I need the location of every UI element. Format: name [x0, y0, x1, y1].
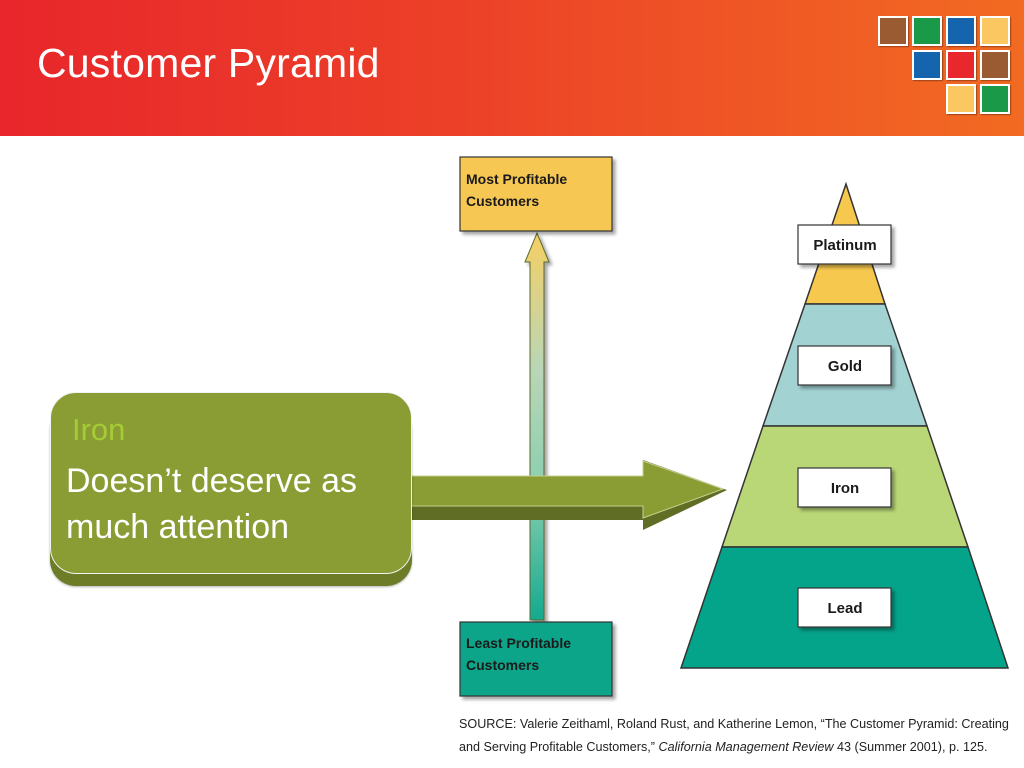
- logo-square: [980, 16, 1010, 46]
- tier-label-gold: Gold: [828, 358, 862, 375]
- logo-square: [980, 84, 1010, 114]
- least-profitable-label: Least Profitable Customers: [466, 635, 572, 673]
- most-profitable-label: Most Profitable Customers: [466, 171, 568, 209]
- logo-square: [878, 16, 908, 46]
- tier-labels: Platinum Gold Iron Lead: [797, 224, 892, 628]
- logo-square: [912, 50, 942, 80]
- logo-square: [912, 16, 942, 46]
- logo-square: [946, 84, 976, 114]
- logo-square: [980, 50, 1010, 80]
- tier-label-lead: Lead: [827, 600, 862, 617]
- pointer-arrow: [409, 460, 727, 530]
- logo-square: [946, 50, 976, 80]
- least-profitable-box: [459, 621, 613, 697]
- iron-callout: [50, 392, 412, 574]
- source-prefix: SOURCE: Valerie Zeithaml, Roland Rust, a…: [459, 717, 1009, 754]
- profitability-arrow: [524, 231, 550, 621]
- source-citation: SOURCE: Valerie Zeithaml, Roland Rust, a…: [459, 713, 1019, 759]
- slide-title: Customer Pyramid: [37, 40, 380, 86]
- tier-label-iron: Iron: [831, 480, 859, 497]
- tier-label-platinum: Platinum: [813, 237, 876, 254]
- callout-title: Iron: [72, 412, 126, 447]
- source-journal: California Management Review: [658, 740, 834, 754]
- title-bar: [0, 0, 1024, 136]
- logo-square: [946, 16, 976, 46]
- source-suffix: 43 (Summer 2001), p. 125.: [837, 740, 988, 754]
- callout-body: Doesn’t deserve as much attention: [66, 462, 358, 546]
- most-profitable-box: [459, 156, 613, 232]
